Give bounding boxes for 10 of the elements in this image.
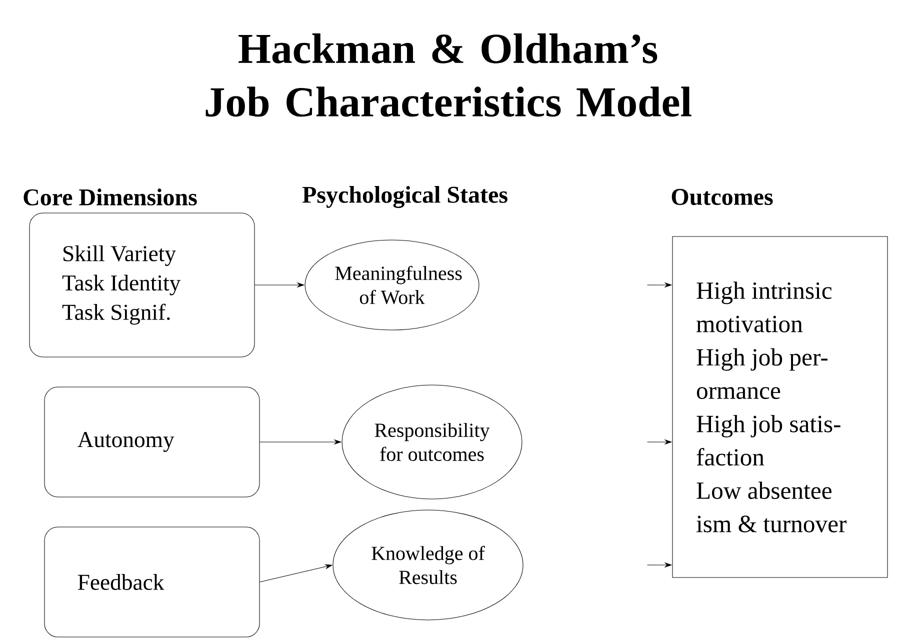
- rounded-box: Feedback: [44, 526, 260, 638]
- rounded-box: Skill Variety Task Identity Task Signif.: [29, 212, 255, 358]
- oval-node: Responsibility for outcomes: [342, 384, 522, 500]
- column-heading: Outcomes: [672, 188, 773, 206]
- title: Hackman & Oldham’s Job Characteristics Model: [206, 33, 692, 117]
- rounded-box: Autonomy: [44, 386, 260, 498]
- oval-node: Knowledge of Results: [332, 510, 524, 620]
- column-heading: Psychological States: [302, 186, 508, 208]
- oval-node: Meaningfulness of Work: [304, 240, 480, 330]
- outcome-box: High intrinsic motivation High job per- ormance High job satis- faction Low absentee ism & turnover: [672, 236, 888, 578]
